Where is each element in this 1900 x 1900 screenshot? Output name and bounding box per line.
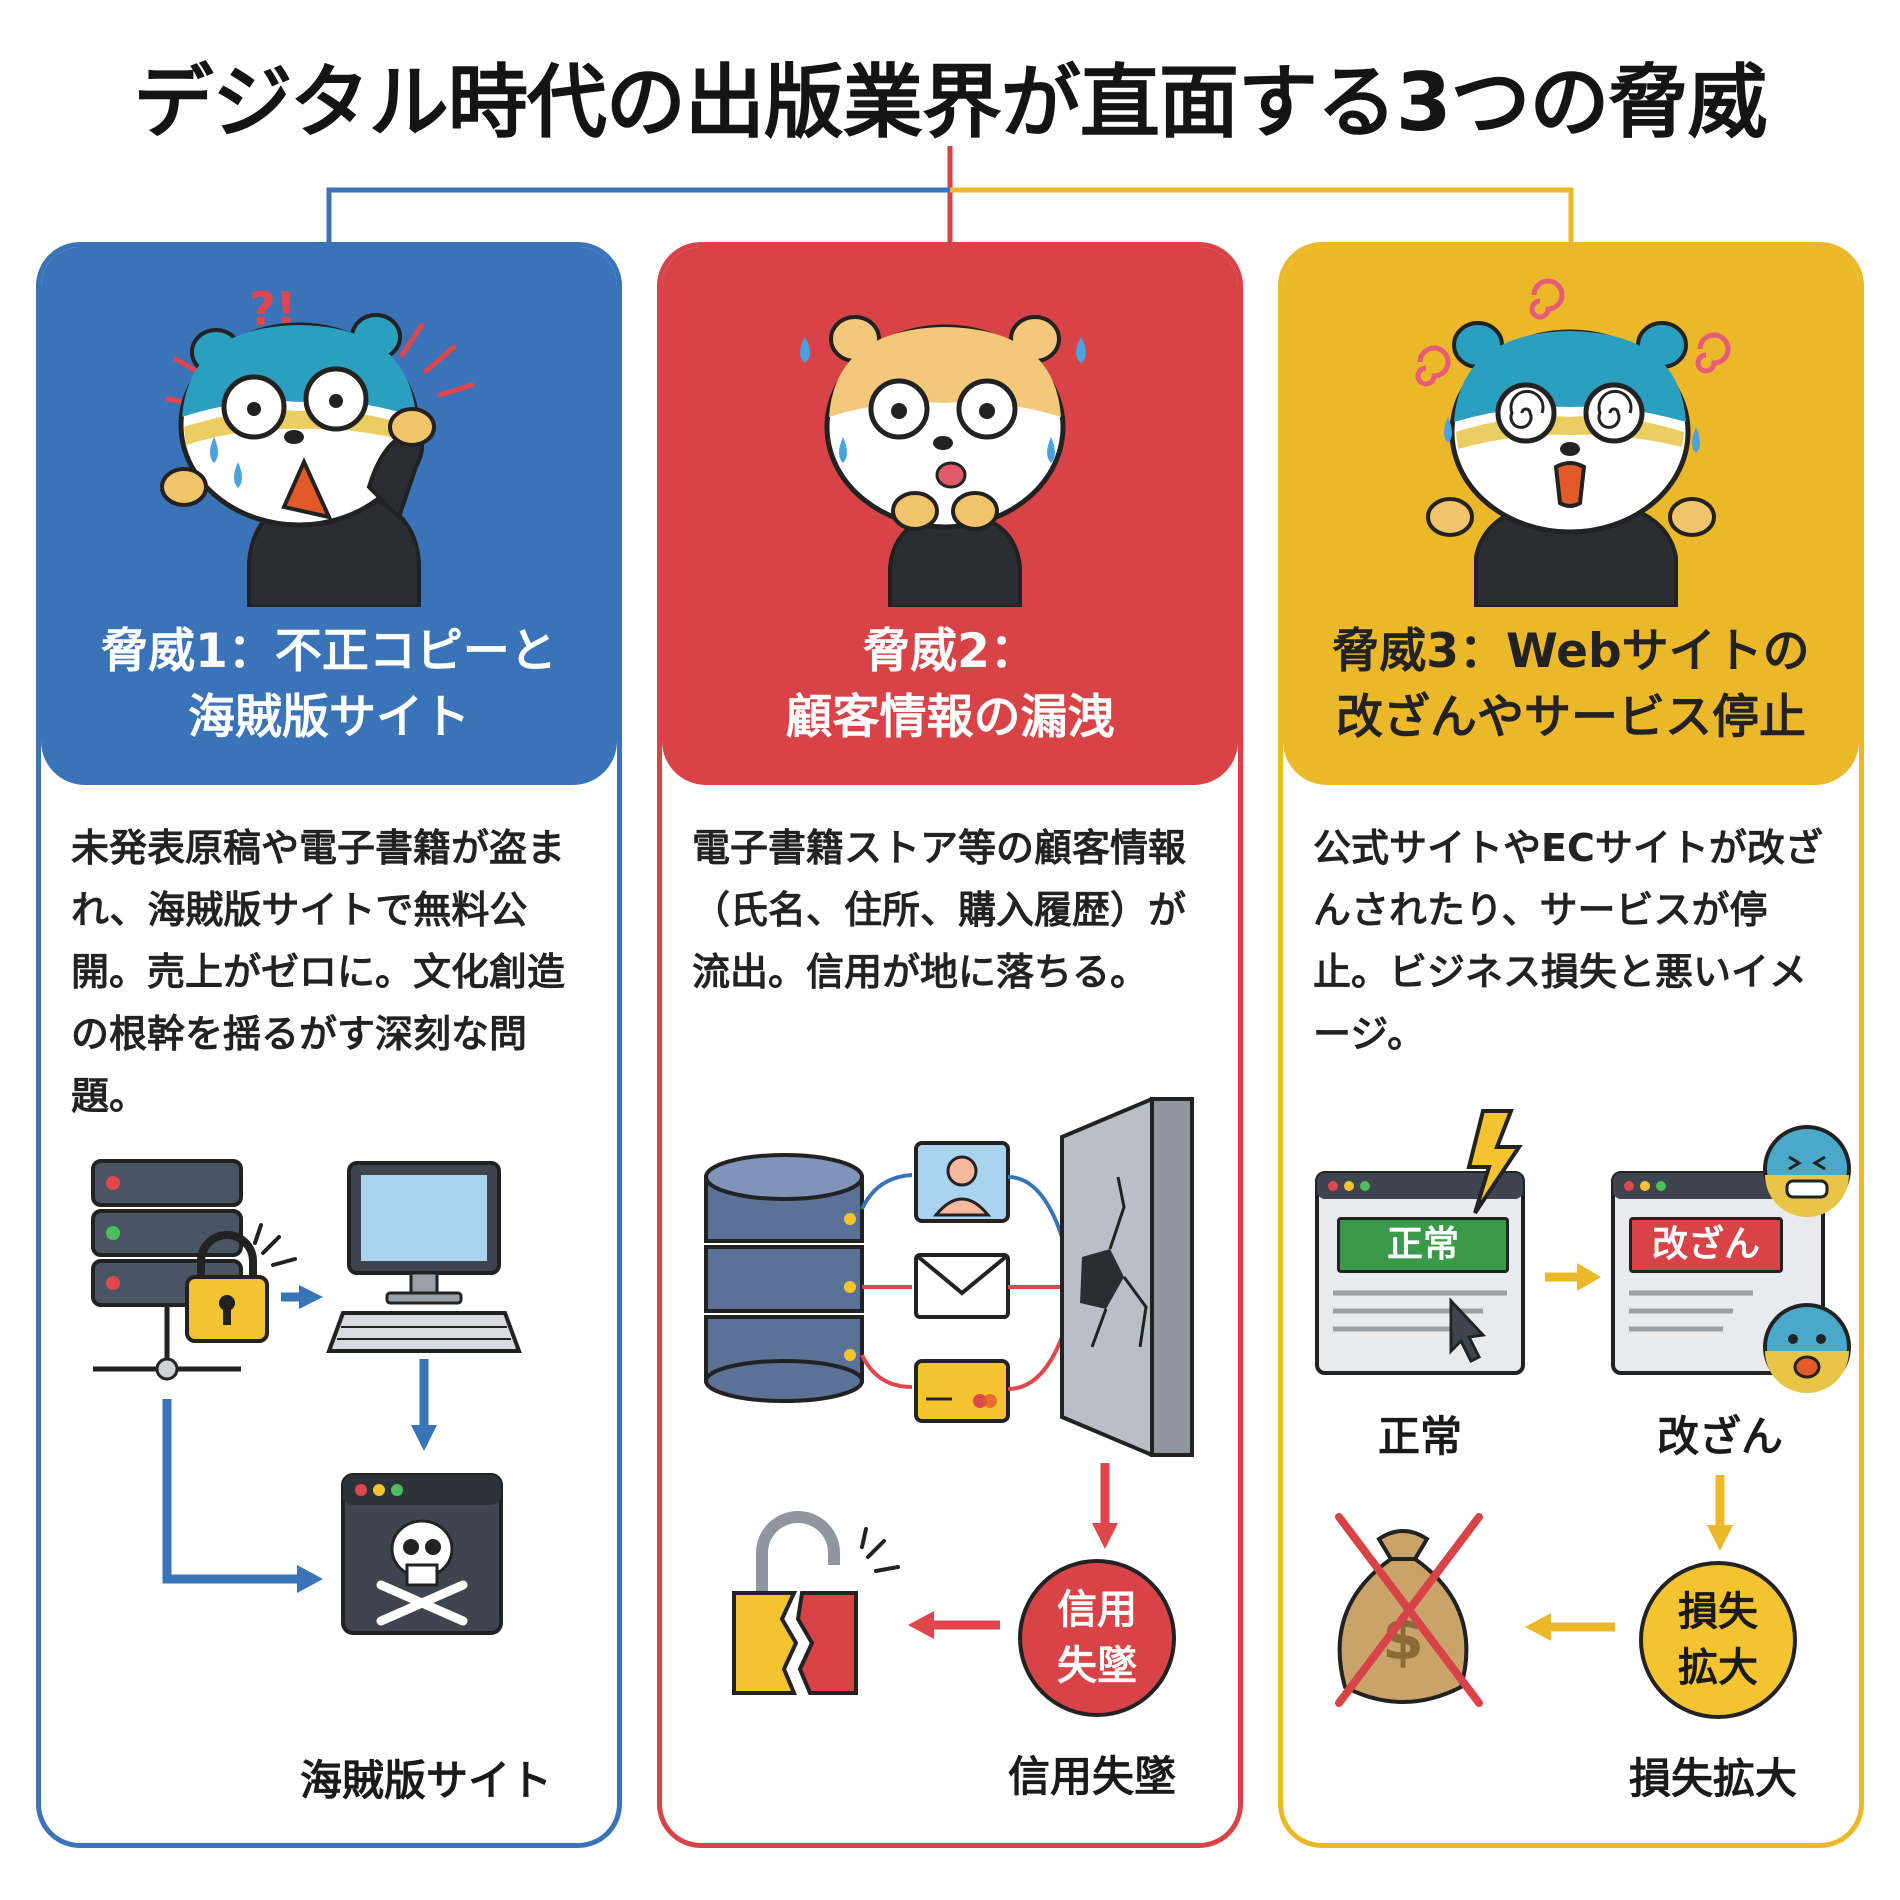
threat-3-description: 公式サイトやECサイトが改ざんされたり、サービスが停止。ビジネス損失と悪いイメー… — [1313, 826, 1823, 1056]
threat-3-title-line1: 脅威3：Webサイトの — [1332, 624, 1810, 679]
threat-2-description: 電子書籍ストア等の顧客情報（氏名、住所、購入履歴）が流出。信用が地に落ちる。 — [692, 826, 1187, 994]
loss-expansion-badge-line1: 損失 — [1678, 1589, 1758, 1635]
loss-expansion-badge: 損失 拡大 — [1639, 1561, 1797, 1719]
threat-1-title-line1: 脅威1：不正コピーと — [101, 624, 557, 679]
user-profile-icon — [914, 1141, 1010, 1223]
threat-2-title-line1: 脅威2： — [863, 624, 1037, 679]
broken-padlock-icon — [732, 1511, 900, 1695]
credit-loss-badge: 信用 失墜 — [1018, 1559, 1176, 1717]
cracked-wall-icon — [1060, 1097, 1194, 1457]
threat-1-title: 脅威1：不正コピーと 海賊版サイト — [51, 619, 607, 751]
worried-hamster-icon — [800, 315, 1086, 607]
threat-1-title-line2: 海賊版サイト — [188, 690, 470, 745]
tampered-status-tag: 改ざん — [1629, 1217, 1783, 1273]
tampered-label: 改ざん — [1656, 1412, 1783, 1461]
credit-loss-badge-line1: 信用 — [1057, 1587, 1137, 1633]
lightning-icon — [1466, 1109, 1523, 1215]
threat-card-3-header: 脅威3：Webサイトの 改ざんやサービス停止 — [1283, 247, 1859, 785]
computer-icon — [326, 1161, 522, 1353]
money-bag-crossed-icon: $ — [1335, 1513, 1483, 1707]
dizzy-hamster-icon — [1415, 278, 1731, 607]
threat-card-2-header: 脅威2： 顧客情報の漏洩 — [662, 247, 1238, 785]
grimace-emoji-icon — [1763, 1125, 1851, 1217]
normal-status-tag: 正常 — [1337, 1217, 1509, 1273]
threat-2-title: 脅威2： 顧客情報の漏洩 — [672, 619, 1228, 751]
arrow-l-1 — [162, 1399, 299, 1584]
pirate-site-label: 海賊版サイト — [299, 1756, 552, 1805]
pirate-site-window-icon — [341, 1473, 503, 1635]
threat-2-flow-diagram — [704, 1097, 1194, 1695]
threat-card-2: 脅威2： 顧客情報の漏洩 電子書籍ストア等の顧客情報（氏名、住所、購入履歴）が流… — [657, 242, 1243, 1848]
threat-2-title-line2: 顧客情報の漏洩 — [785, 690, 1115, 745]
padlock-icon — [185, 1223, 297, 1343]
threat-card-3: 脅威3：Webサイトの 改ざんやサービス停止 公式サイトやECサイトが改ざんされ… — [1278, 242, 1864, 1848]
loss-expansion-label: 損失拡大 — [1628, 1754, 1797, 1803]
fearful-emoji-icon — [1763, 1303, 1851, 1393]
loss-expansion-badge-line2: 拡大 — [1678, 1645, 1758, 1691]
threat-card-1: ?! 脅威1：不正コピーと 海賊版サイト 未発表 — [36, 242, 622, 1848]
page-title: デジタル時代の出版業界が直面する3つの脅威 — [133, 56, 1767, 149]
normal-label: 正常 — [1377, 1412, 1462, 1461]
database-icon — [704, 1153, 864, 1403]
threat-3-title-line2: 改ざんやサービス停止 — [1336, 690, 1806, 745]
credit-loss-label: 信用失墜 — [1007, 1752, 1176, 1801]
skull-icon — [376, 1519, 468, 1626]
threat-3-title: 脅威3：Webサイトの 改ざんやサービス停止 — [1293, 619, 1849, 751]
threat-1-flow-diagram — [91, 1159, 522, 1635]
threat-card-1-header: ?! 脅威1：不正コピーと 海賊版サイト — [41, 247, 617, 785]
envelope-icon — [914, 1253, 1010, 1319]
normal-browser-window-icon — [1315, 1171, 1525, 1375]
server-icon — [91, 1159, 243, 1381]
shocked-hamster-icon: ?! — [160, 282, 475, 607]
credit-card-icon — [914, 1359, 1010, 1423]
threat-1-description: 未発表原稿や電子書籍が盗まれ、海賊版サイトで無料公開。売上がゼロに。文化創造の根… — [71, 826, 566, 1118]
credit-loss-badge-line2: 失墜 — [1057, 1643, 1137, 1689]
connector-lines — [326, 146, 1574, 242]
